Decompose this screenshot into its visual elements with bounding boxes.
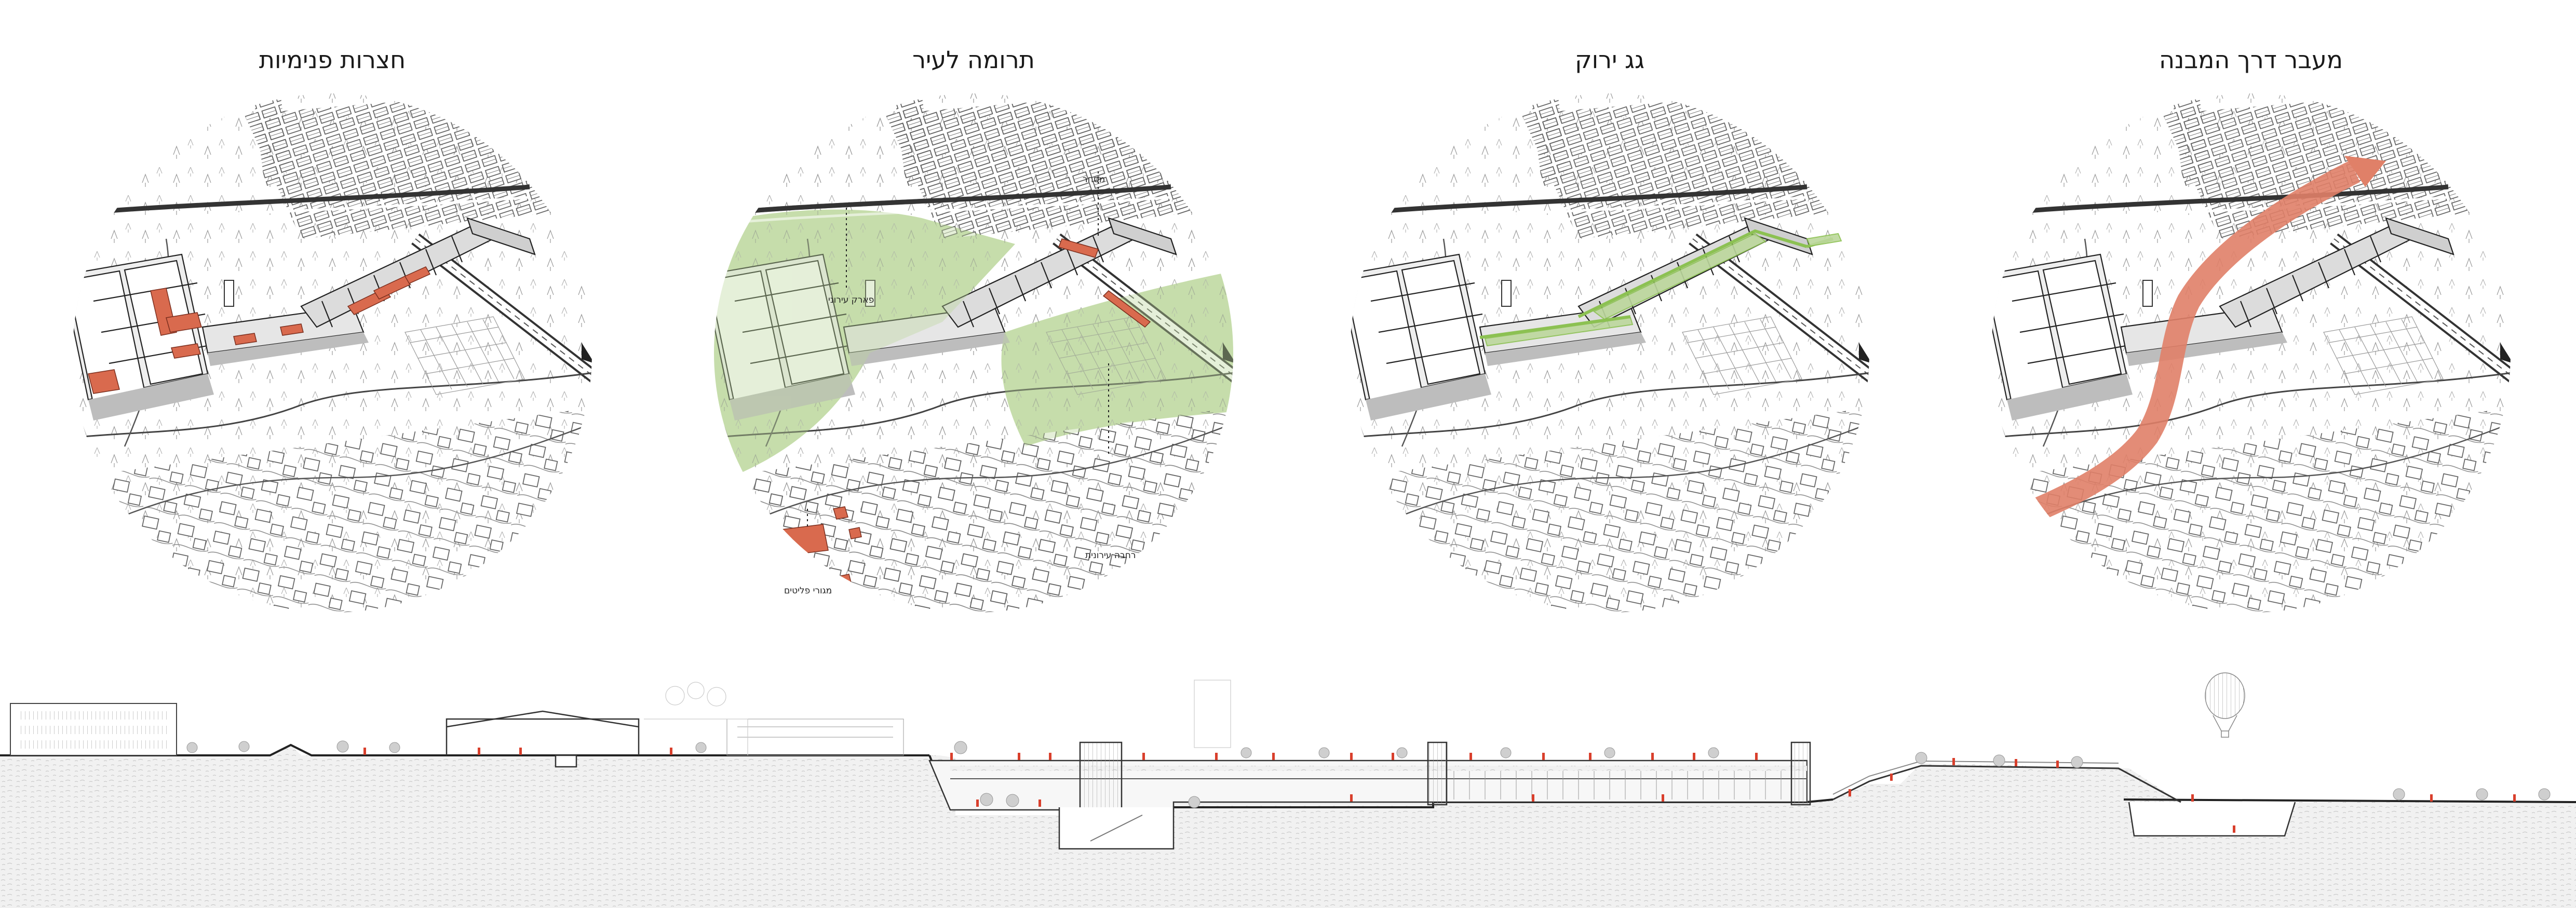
courtyard-highlights <box>88 266 431 394</box>
red-highlights <box>750 238 1151 585</box>
panel-title: תרומה לעיר <box>912 46 1035 74</box>
panel-title: גג ירוק <box>1575 46 1644 74</box>
label-commerce: מסחר <box>1083 174 1105 185</box>
diagram-panel-passage: מעבר דרך המבנה <box>1929 0 2573 633</box>
axonometric-map <box>1288 83 1932 628</box>
label-refugee-housing: מגורי פליטים <box>784 586 832 596</box>
sports-hall <box>446 710 640 768</box>
facade-lines <box>1453 771 1782 799</box>
diagram-panel-green-roof: גג ירוק <box>1288 0 1932 633</box>
main-building-section <box>928 760 1808 811</box>
longitudinal-section <box>0 672 2576 908</box>
hot-air-balloon <box>2205 672 2245 738</box>
axonometric-map <box>10 83 654 628</box>
basement <box>1058 802 2296 850</box>
axonometric-map <box>1991 83 2573 628</box>
label-city-plaza: רחבה עירונית <box>1085 550 1136 561</box>
panel-title: מעבר דרך המבנה <box>2159 46 2343 74</box>
existing-building <box>10 703 177 756</box>
axonometric-map <box>714 83 1233 628</box>
panel-title: חצרות פנימיות <box>259 46 406 74</box>
diagram-panel-courtyards: חצרות פנימיות <box>10 0 654 633</box>
label-city-park: פארק עירוני <box>828 295 874 305</box>
section-trees <box>186 740 2551 808</box>
diagram-panel-city-contribution: תרומה לעיר <box>652 0 1296 633</box>
section-people <box>363 748 2516 833</box>
passage-arrow <box>1997 160 2361 536</box>
